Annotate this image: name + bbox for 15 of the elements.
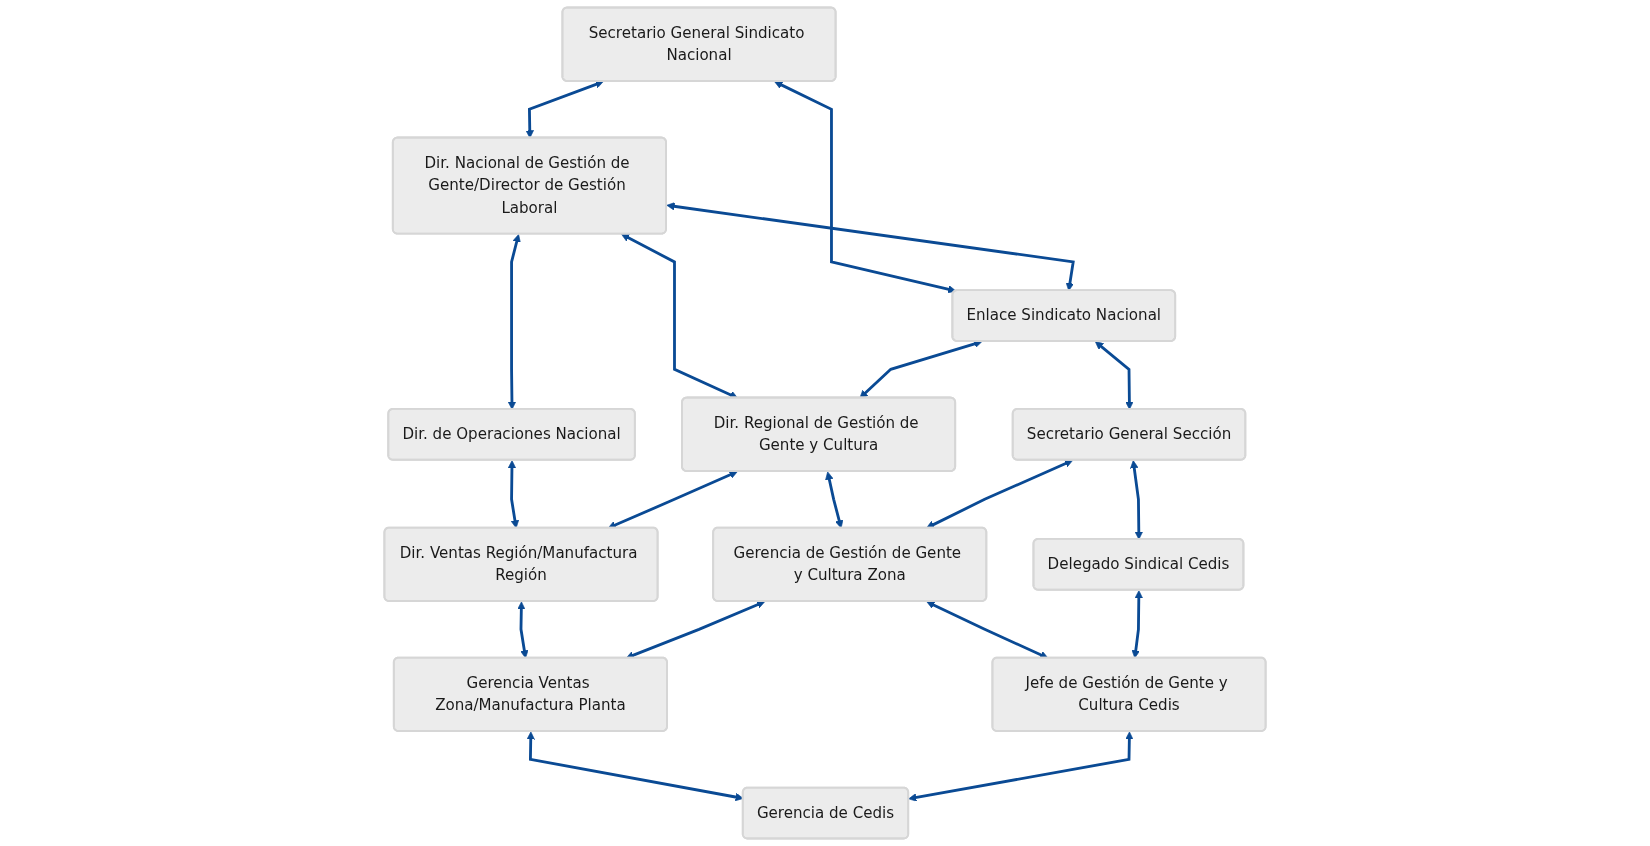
arrow <box>517 601 529 659</box>
arrow <box>908 731 1134 802</box>
arrow <box>1095 341 1134 410</box>
arrow <box>607 470 738 529</box>
arrow <box>621 233 738 399</box>
arrow <box>507 234 521 410</box>
arrow <box>926 601 1049 659</box>
arrow <box>666 202 1075 291</box>
arrow <box>1131 590 1143 659</box>
arrow <box>926 459 1074 529</box>
arrow <box>507 460 520 529</box>
arrow <box>825 471 844 529</box>
arrow <box>774 81 957 294</box>
arrow <box>1130 460 1143 540</box>
arrow <box>525 80 604 139</box>
